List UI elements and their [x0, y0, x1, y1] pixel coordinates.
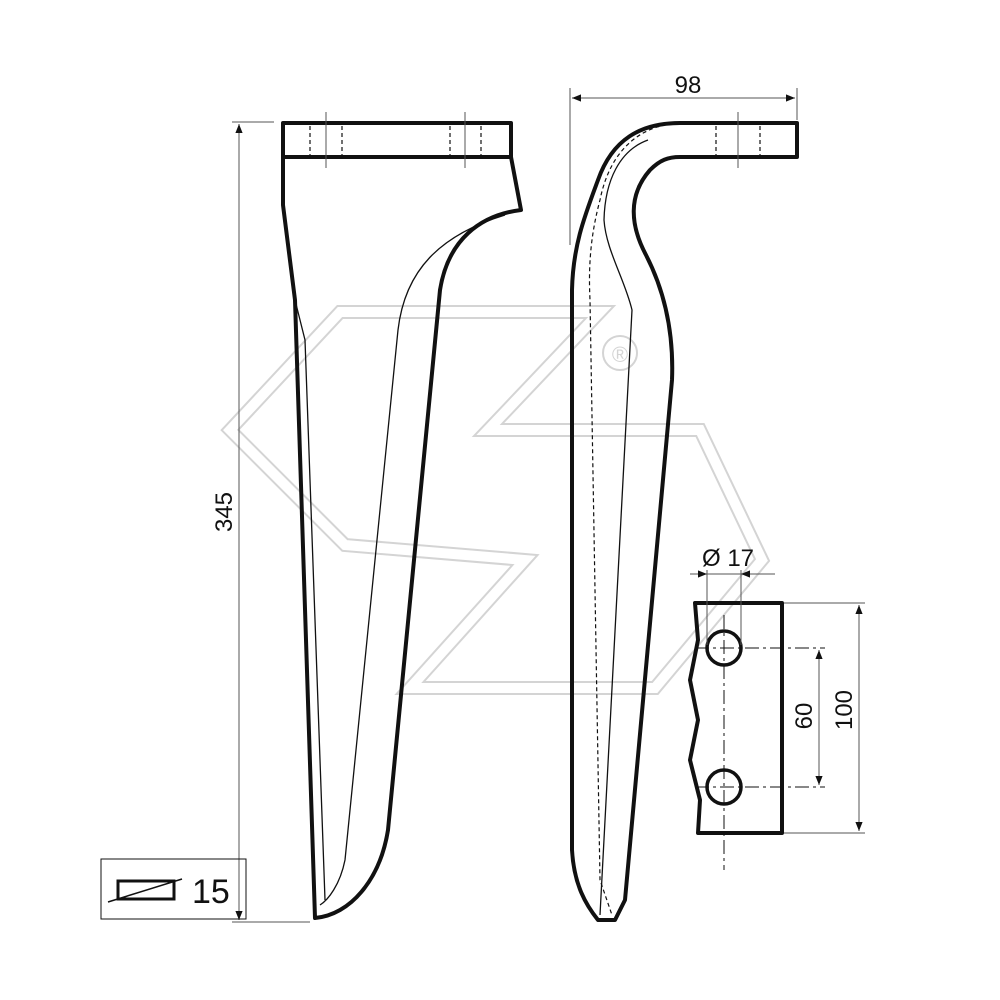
thickness-box: 15 — [100, 858, 247, 920]
width-label: 98 — [675, 72, 702, 99]
registered-mark: ® — [612, 342, 628, 367]
dimension-width: 98 — [569, 72, 798, 245]
blade-side-view — [570, 112, 799, 922]
height-label: 345 — [211, 492, 238, 532]
thickness-label: 15 — [192, 873, 230, 911]
flange-detail-view: Ø 17 60 100 — [688, 545, 865, 870]
thickness-symbol-icon — [116, 879, 176, 901]
watermark-logo: ® — [220, 305, 771, 695]
blade-front-view — [281, 112, 523, 920]
hole-diameter-label: Ø 17 — [702, 545, 754, 572]
registered-mark-circle — [602, 335, 638, 371]
flange-length-label: 100 — [831, 690, 858, 730]
hole-spacing-label: 60 — [791, 703, 818, 730]
dimension-height: 345 — [211, 121, 310, 923]
